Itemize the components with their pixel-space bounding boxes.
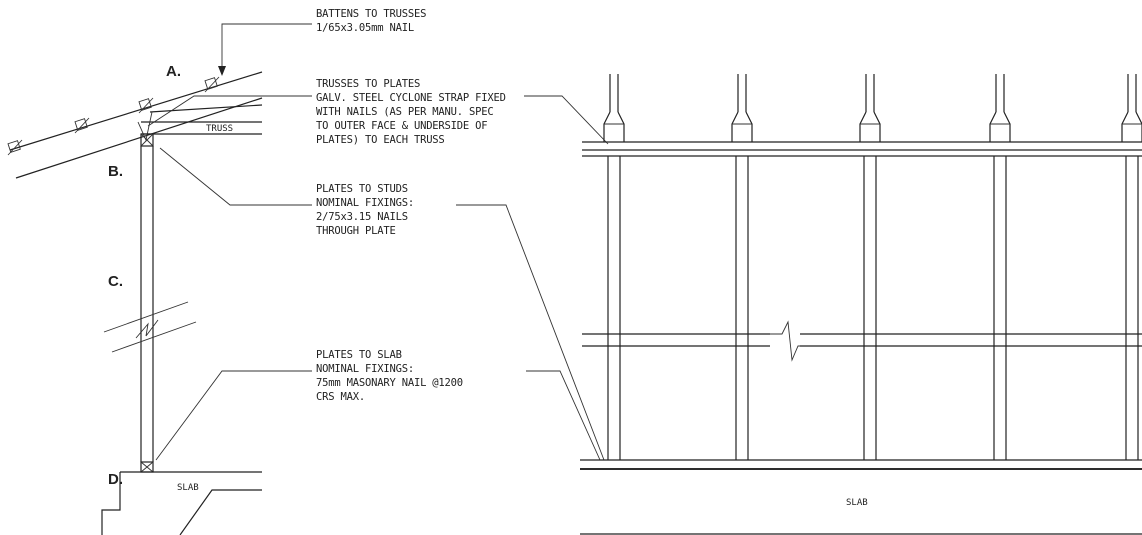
note-trusses: TRUSSES TO PLATES GALV. STEEL CYCLONE ST…	[316, 78, 506, 146]
note-studs: PLATES TO STUDS NOMINAL FIXINGS: 2/75x3.…	[316, 183, 414, 237]
note-studs-line-1: PLATES TO STUDS	[316, 183, 408, 195]
stud-truss-5	[1121, 74, 1142, 460]
note-slab: PLATES TO SLAB NOMINAL FIXINGS: 75mm MAS…	[316, 349, 463, 403]
note-slab-line-2: NOMINAL FIXINGS:	[316, 363, 414, 375]
note-trusses-line-5: PLATES) TO EACH TRUSS	[316, 134, 445, 146]
stud-truss-2	[731, 74, 753, 460]
wall-elevation: SLAB	[580, 74, 1142, 535]
slab-label-right: SLAB	[846, 498, 868, 508]
note-slab-line-3: 75mm MASONARY NAIL @1200	[316, 377, 463, 389]
label-d: D.	[108, 471, 123, 488]
note-studs-line-3: 2/75x3.15 NAILS	[316, 211, 408, 223]
section-detail: A. B. C. D. TRUSS SLAB	[7, 63, 263, 535]
note-battens-line-2: 1/65x3.05mm NAIL	[316, 22, 414, 34]
stud-truss-1	[603, 74, 625, 460]
stud-truss-3	[859, 74, 881, 460]
note-slab-line-4: CRS MAX.	[316, 391, 365, 403]
note-trusses-line-1: TRUSSES TO PLATES	[316, 78, 420, 90]
batten-symbol	[74, 117, 90, 134]
truss-label: TRUSS	[206, 124, 233, 134]
note-studs-line-4: THROUGH PLATE	[316, 225, 396, 237]
note-battens: BATTENS TO TRUSSES 1/65x3.05mm NAIL	[316, 8, 426, 34]
batten-symbol	[7, 139, 23, 156]
label-c: C.	[108, 273, 123, 290]
slab-label-left: SLAB	[177, 483, 199, 493]
note-slab-line-1: PLATES TO SLAB	[316, 349, 402, 361]
note-studs-line-2: NOMINAL FIXINGS:	[316, 197, 414, 209]
note-trusses-line-3: WITH NAILS (AS PER MANU. SPEC	[316, 106, 494, 118]
stud-truss-4	[989, 74, 1011, 460]
leader-lines	[147, 23, 609, 461]
note-battens-line-1: BATTENS TO TRUSSES	[316, 8, 426, 20]
batten-symbol	[138, 97, 154, 114]
note-trusses-line-4: TO OUTER FACE & UNDERSIDE OF	[316, 120, 487, 132]
label-b: B.	[108, 163, 123, 180]
label-a: A.	[166, 63, 181, 80]
note-trusses-line-2: GALV. STEEL CYCLONE STRAP FIXED	[316, 92, 506, 104]
batten-symbol	[204, 76, 220, 93]
